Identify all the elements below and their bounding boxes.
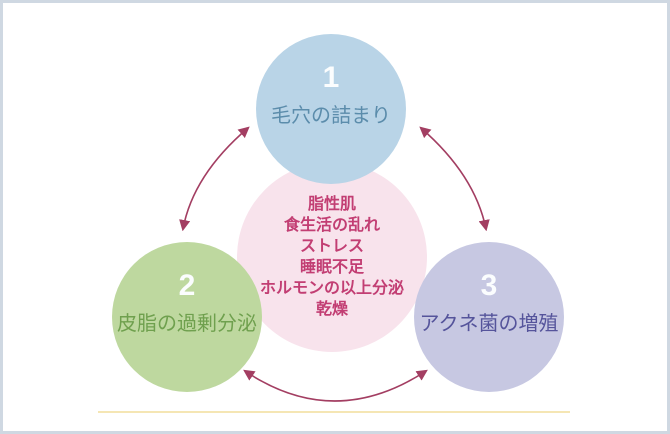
node-label: アクネ菌の増殖 — [419, 313, 559, 335]
factor-item: 睡眠不足 — [299, 259, 364, 276]
factor-item: ホルモンの以上分泌 — [259, 280, 404, 297]
node-number: 3 — [480, 269, 498, 302]
center-factors-circle: 脂性肌 食生活の乱れ ストレス 睡眠不足 ホルモンの以上分泌 乾燥 — [237, 162, 427, 352]
node-number: 1 — [322, 61, 340, 94]
node-label: 毛穴の詰まり — [271, 105, 391, 127]
arrow-left-icon — [179, 126, 250, 232]
factor-item: 脂性肌 — [307, 196, 356, 213]
node-circle-3-acne-bacteria: 3 アクネ菌の増殖 — [414, 242, 564, 392]
factor-item: ストレス — [299, 238, 364, 255]
node-label: 皮脂の過剰分泌 — [117, 313, 257, 335]
factor-item: 食生活の乱れ — [283, 217, 380, 234]
arrow-right-icon — [419, 126, 490, 232]
decorative-baseline — [98, 411, 570, 413]
node-number: 2 — [178, 269, 196, 302]
node-circle-1-clogged-pores: 1 毛穴の詰まり — [256, 34, 406, 184]
arrow-bottom-icon — [243, 369, 428, 402]
node-circle-2-excess-sebum: 2 皮脂の過剰分泌 — [112, 242, 262, 392]
factor-item: 乾燥 — [315, 301, 348, 318]
